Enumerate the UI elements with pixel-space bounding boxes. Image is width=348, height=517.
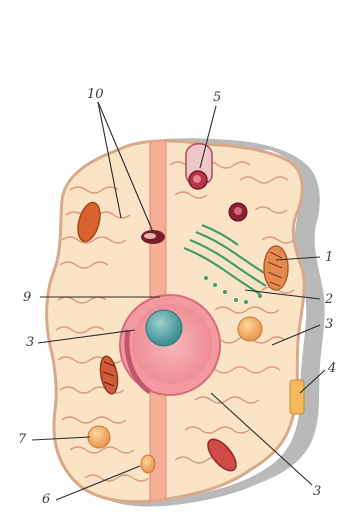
label-3-right: 3	[325, 317, 333, 332]
label-4: 4	[327, 361, 336, 376]
pinocytic-vesicle	[186, 144, 212, 189]
label-2: 2	[324, 292, 333, 307]
label-3-bottom: 3	[313, 484, 321, 499]
label-7: 7	[18, 432, 27, 447]
label-3-left: 3	[26, 335, 34, 350]
centrioles	[141, 230, 165, 244]
label-1: 1	[325, 250, 333, 265]
secretory-granule	[229, 203, 247, 221]
label-6: 6	[42, 492, 50, 507]
label-9: 9	[23, 290, 31, 305]
mitochondrion-1	[264, 246, 288, 290]
label-10: 10	[87, 87, 104, 102]
vesicle-6	[141, 455, 155, 473]
vesicle-1	[238, 317, 262, 341]
nucleolus	[146, 310, 182, 346]
vesicle-7	[88, 426, 110, 448]
label-5-top: 5	[213, 90, 221, 105]
membrane-inclusion	[290, 380, 304, 414]
